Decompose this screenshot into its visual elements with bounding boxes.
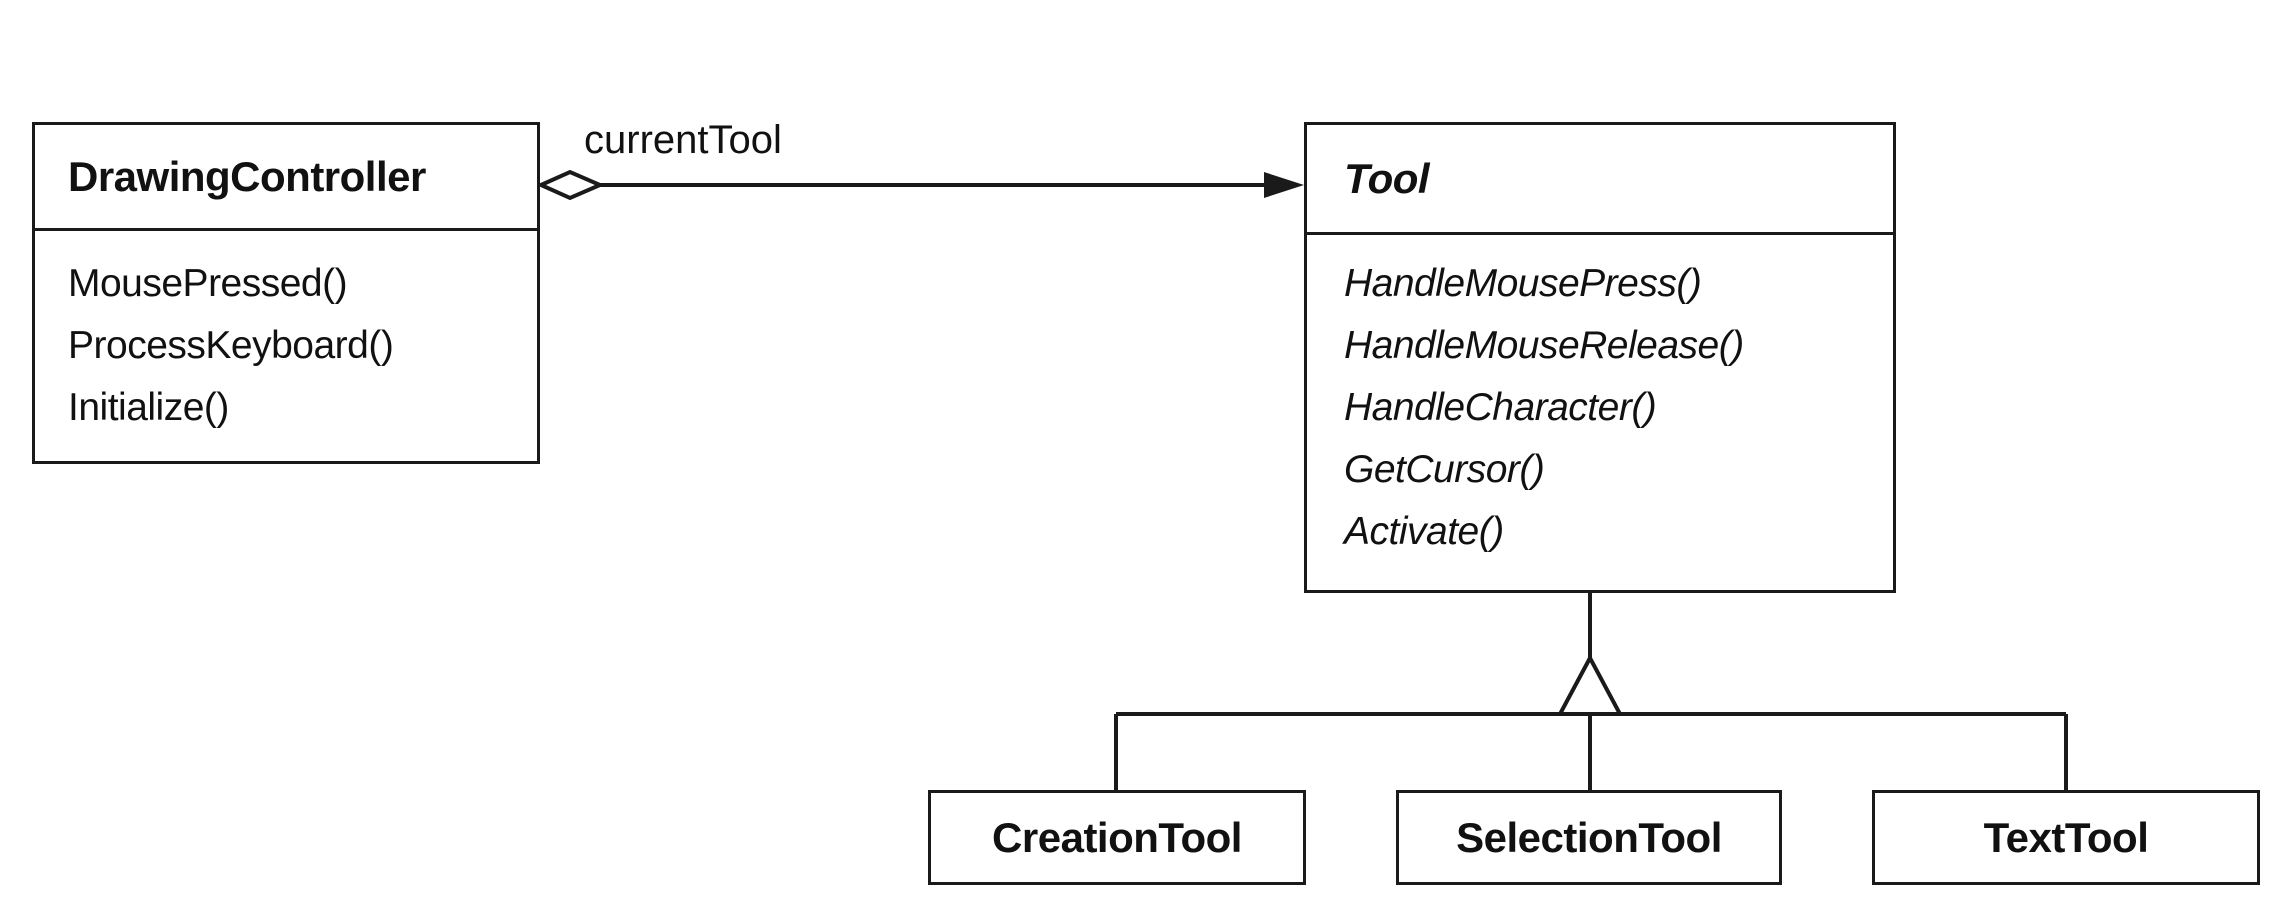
drawing-controller-operations: MousePressed() ProcessKeyboard() Initial… [35, 231, 537, 439]
current-tool-role-label: currentTool [584, 118, 782, 162]
drawing-controller-header: DrawingController [35, 125, 537, 231]
creation-tool-name: CreationTool [992, 813, 1242, 861]
creation-tool-class: CreationTool [928, 790, 1306, 885]
text-tool-class: TextTool [1872, 790, 2260, 885]
selection-tool-name: SelectionTool [1456, 813, 1722, 861]
operation-get-cursor: GetCursor() [1344, 448, 1545, 491]
operation-handle-character: HandleCharacter() [1344, 386, 1657, 429]
operation-initialize: Initialize() [68, 386, 229, 429]
tool-class: Tool HandleMousePress() HandleMouseRelea… [1304, 122, 1896, 593]
text-tool-name: TextTool [1983, 813, 2149, 861]
tool-name: Tool [1344, 154, 1430, 202]
operation-activate: Activate() [1344, 510, 1504, 553]
selection-tool-class: SelectionTool [1396, 790, 1782, 885]
operation-process-keyboard: ProcessKeyboard() [68, 324, 394, 367]
navigation-arrowhead-icon [1264, 172, 1304, 198]
tool-header: Tool [1307, 125, 1893, 235]
operation-handle-mouse-release: HandleMouseRelease() [1344, 324, 1744, 367]
drawing-controller-name: DrawingController [68, 152, 426, 200]
inheritance-triangle-icon [1556, 653, 1624, 716]
drawing-controller-class: DrawingController MousePressed() Process… [32, 122, 540, 464]
tool-operations: HandleMousePress() HandleMouseRelease() … [1307, 235, 1893, 563]
operation-handle-mouse-press: HandleMousePress() [1344, 262, 1702, 305]
operation-mouse-pressed: MousePressed() [68, 262, 348, 305]
aggregation-diamond-icon [536, 169, 606, 201]
